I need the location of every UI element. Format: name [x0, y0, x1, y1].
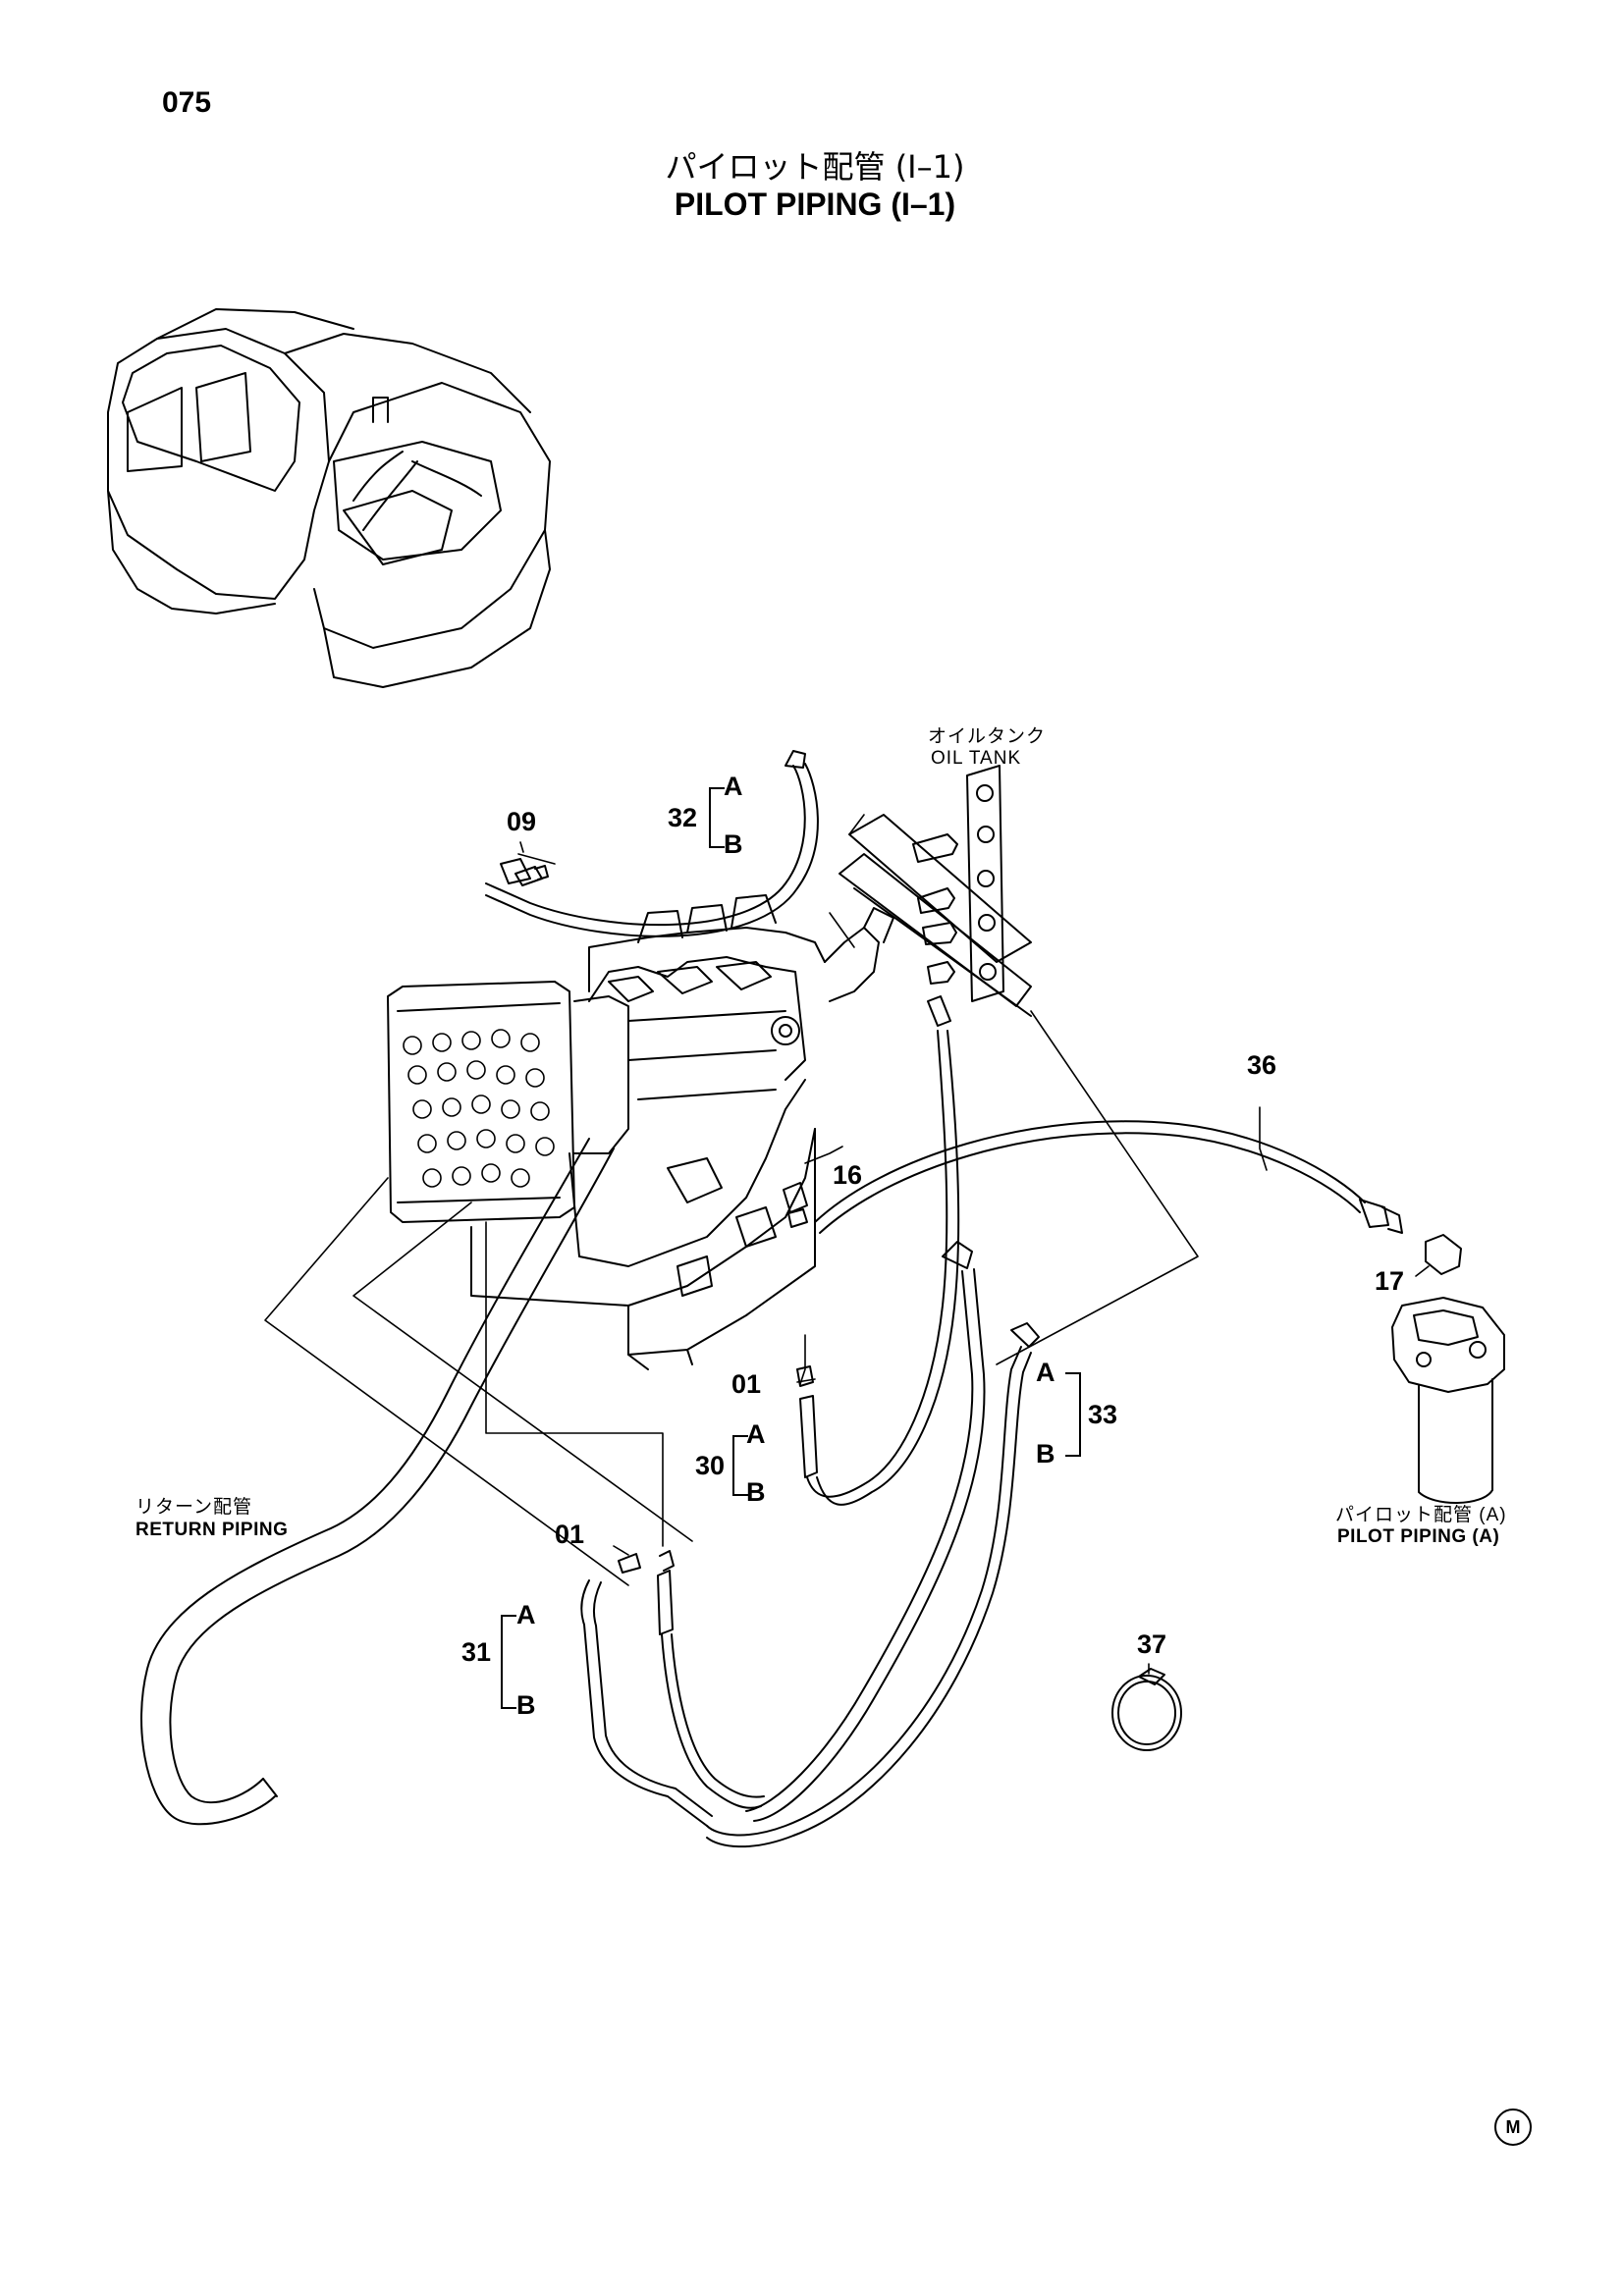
callout-09: 09: [507, 807, 537, 836]
bracket-32: [709, 787, 725, 848]
note-return-piping-jp: リターン配管: [135, 1497, 253, 1518]
callout-31: 31: [461, 1637, 492, 1667]
callout-leaders: [519, 841, 1430, 1675]
callout-30: 30: [695, 1451, 726, 1480]
note-pilot-piping-a-en: PILOT PIPING (A): [1337, 1526, 1500, 1547]
label-30-b: B: [746, 1477, 766, 1507]
label-32-b: B: [724, 829, 743, 859]
callout-32: 32: [668, 803, 698, 832]
callout-01-lower: 01: [555, 1520, 585, 1549]
label-30-a: A: [746, 1419, 766, 1449]
hose-31: [580, 1550, 765, 1827]
label-31-b: B: [516, 1690, 536, 1720]
callout-36: 36: [1247, 1050, 1277, 1080]
callout-37: 37: [1137, 1629, 1167, 1659]
leader-lines: [264, 814, 1199, 1586]
excavator-overview: [107, 308, 551, 688]
upper-manifold: [588, 894, 894, 1045]
callout-33: 33: [1088, 1400, 1118, 1429]
fitting-16: [783, 1182, 808, 1228]
hose-30: [796, 995, 960, 1506]
note-pilot-piping-a-jp: パイロット配管 (A): [1335, 1505, 1507, 1525]
note-oil-tank-jp: オイルタンク: [928, 726, 1047, 747]
hose-36: [814, 1120, 1403, 1234]
label-31-a: A: [516, 1600, 536, 1629]
page-number: 075: [162, 86, 212, 119]
clamp-37: [1111, 1668, 1182, 1751]
note-oil-tank-en: OIL TANK: [931, 748, 1022, 769]
title-japanese: パイロット配管 (I–1): [665, 148, 965, 186]
hose-32: [485, 750, 819, 937]
label-32-a: A: [724, 772, 743, 801]
fitting-09: [514, 865, 549, 886]
note-return-piping-en: RETURN PIPING: [135, 1520, 289, 1540]
callout-17: 17: [1375, 1266, 1405, 1296]
callout-16: 16: [833, 1160, 863, 1190]
circled-m-mark: M: [1494, 2109, 1532, 2146]
bracket-33: [1065, 1372, 1081, 1457]
control-valve-body: [387, 956, 816, 1370]
hose-33: [706, 1241, 1040, 1848]
bracket-31: [501, 1615, 516, 1709]
pilot-filter: [1391, 1234, 1505, 1504]
label-33-b: B: [1036, 1439, 1055, 1468]
label-33-a: A: [1036, 1358, 1055, 1387]
oil-tank-plate: [839, 765, 1032, 1017]
callout-01-upper: 01: [731, 1369, 762, 1399]
return-piping: [140, 1138, 615, 1826]
title-english: PILOT PIPING (I–1): [674, 187, 956, 222]
bracket-30: [732, 1435, 748, 1496]
